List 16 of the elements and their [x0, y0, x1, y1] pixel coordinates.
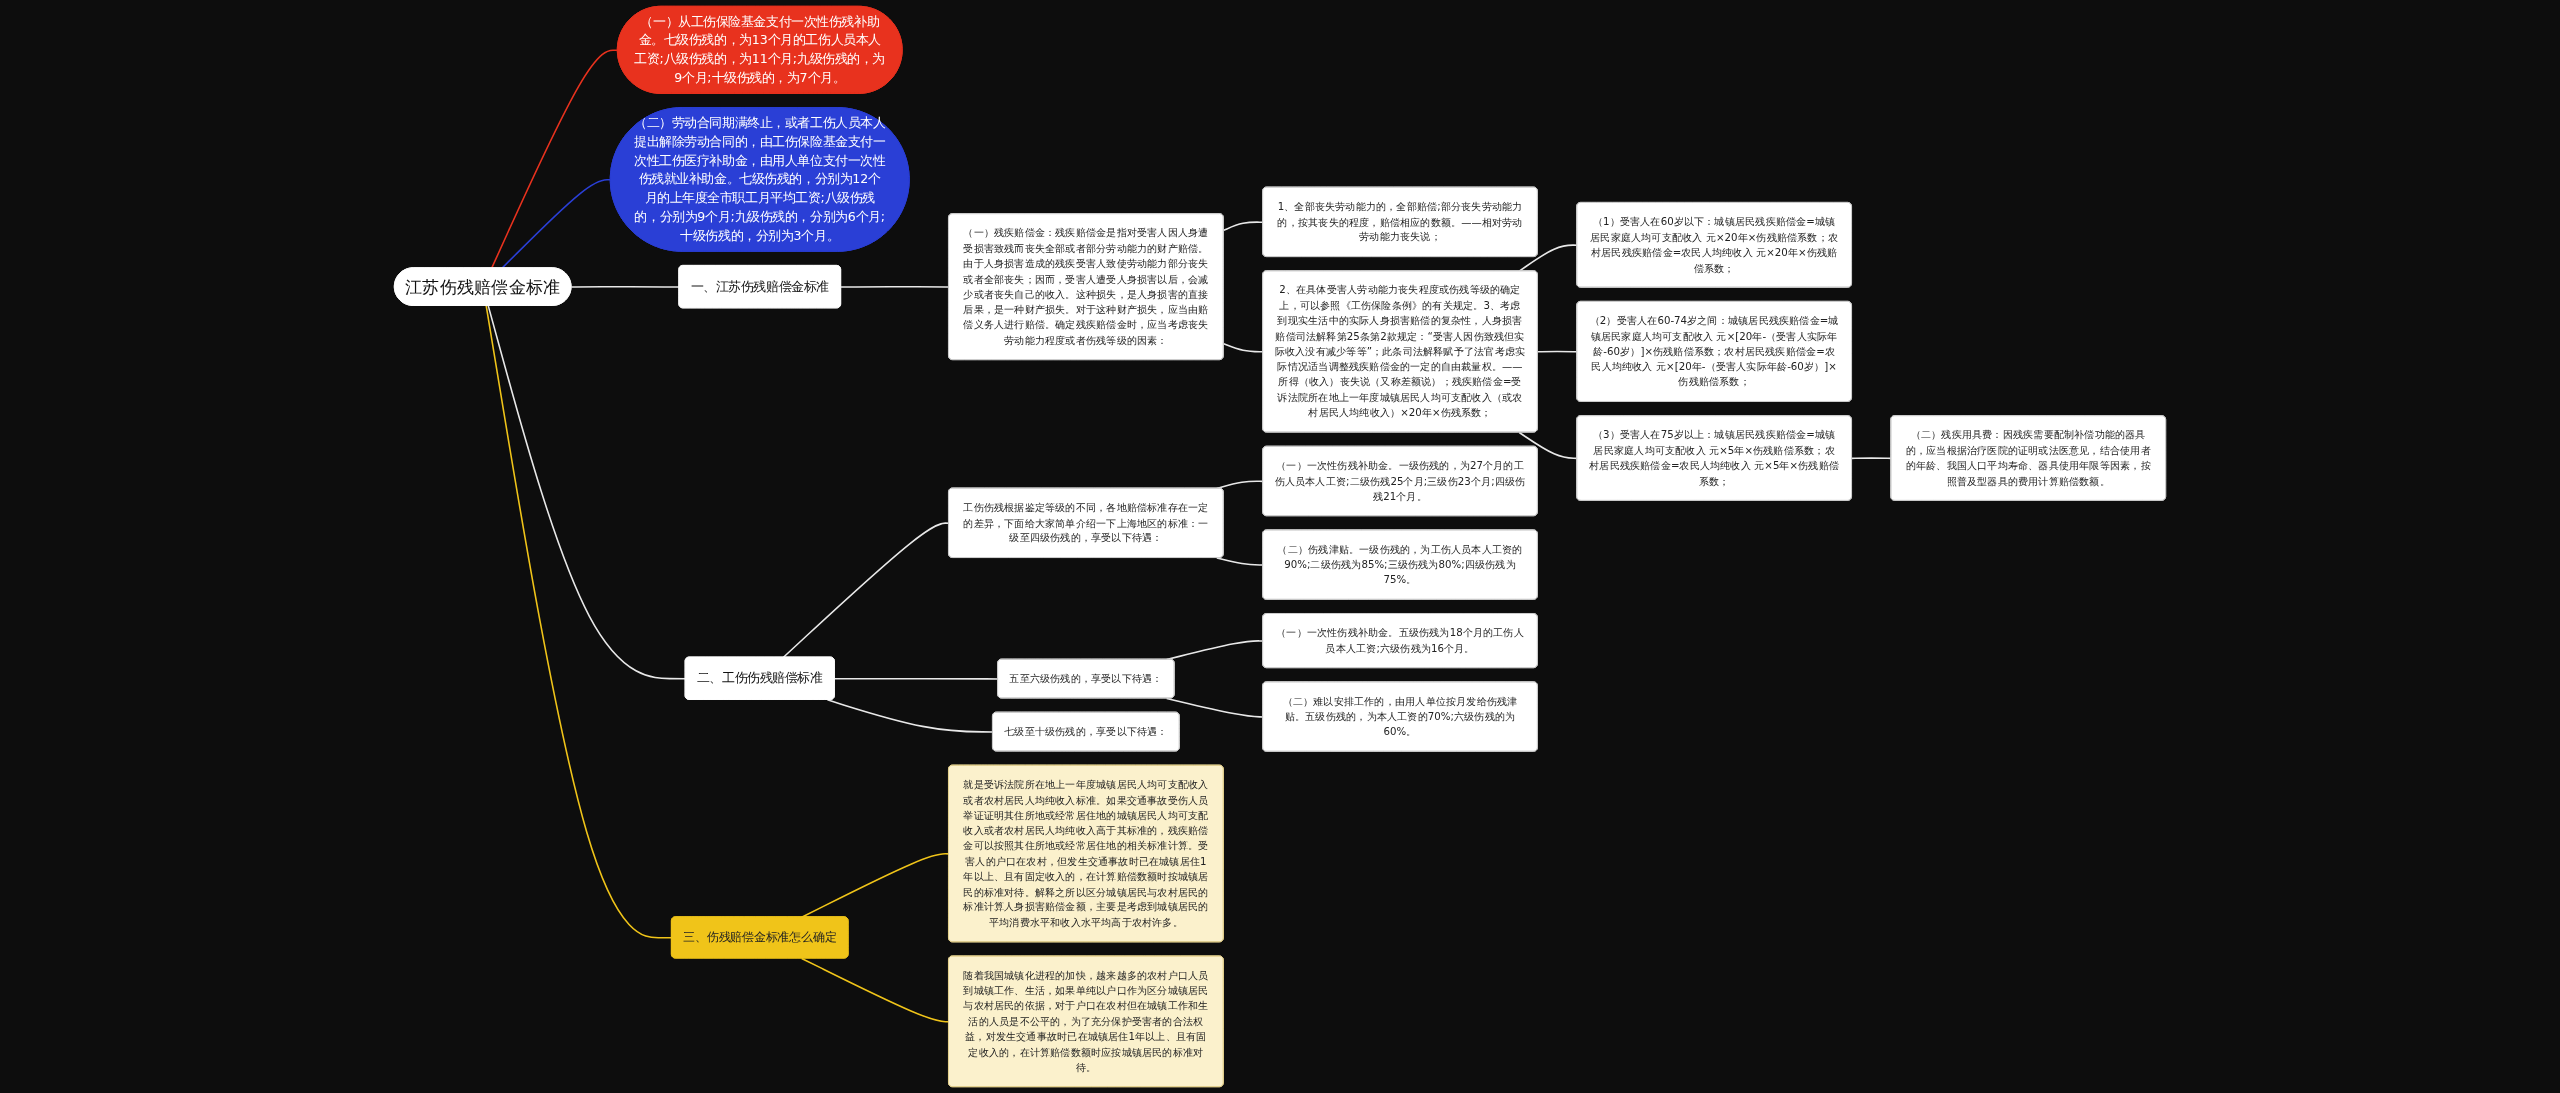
- connector: [1216, 557, 1264, 566]
- connector: [800, 957, 950, 1023]
- connector: [501, 178, 612, 269]
- connector: [826, 699, 994, 733]
- connector: [1518, 244, 1578, 272]
- connector: [485, 305, 673, 939]
- connector: [782, 522, 950, 659]
- connector: [1222, 342, 1264, 353]
- connector: [490, 49, 619, 269]
- connector: [1518, 431, 1578, 460]
- connector: [1222, 221, 1264, 232]
- connector: [487, 305, 687, 680]
- connector: [1851, 457, 1892, 460]
- connector: [840, 285, 950, 288]
- connector: [1537, 350, 1578, 353]
- connector: [833, 677, 999, 680]
